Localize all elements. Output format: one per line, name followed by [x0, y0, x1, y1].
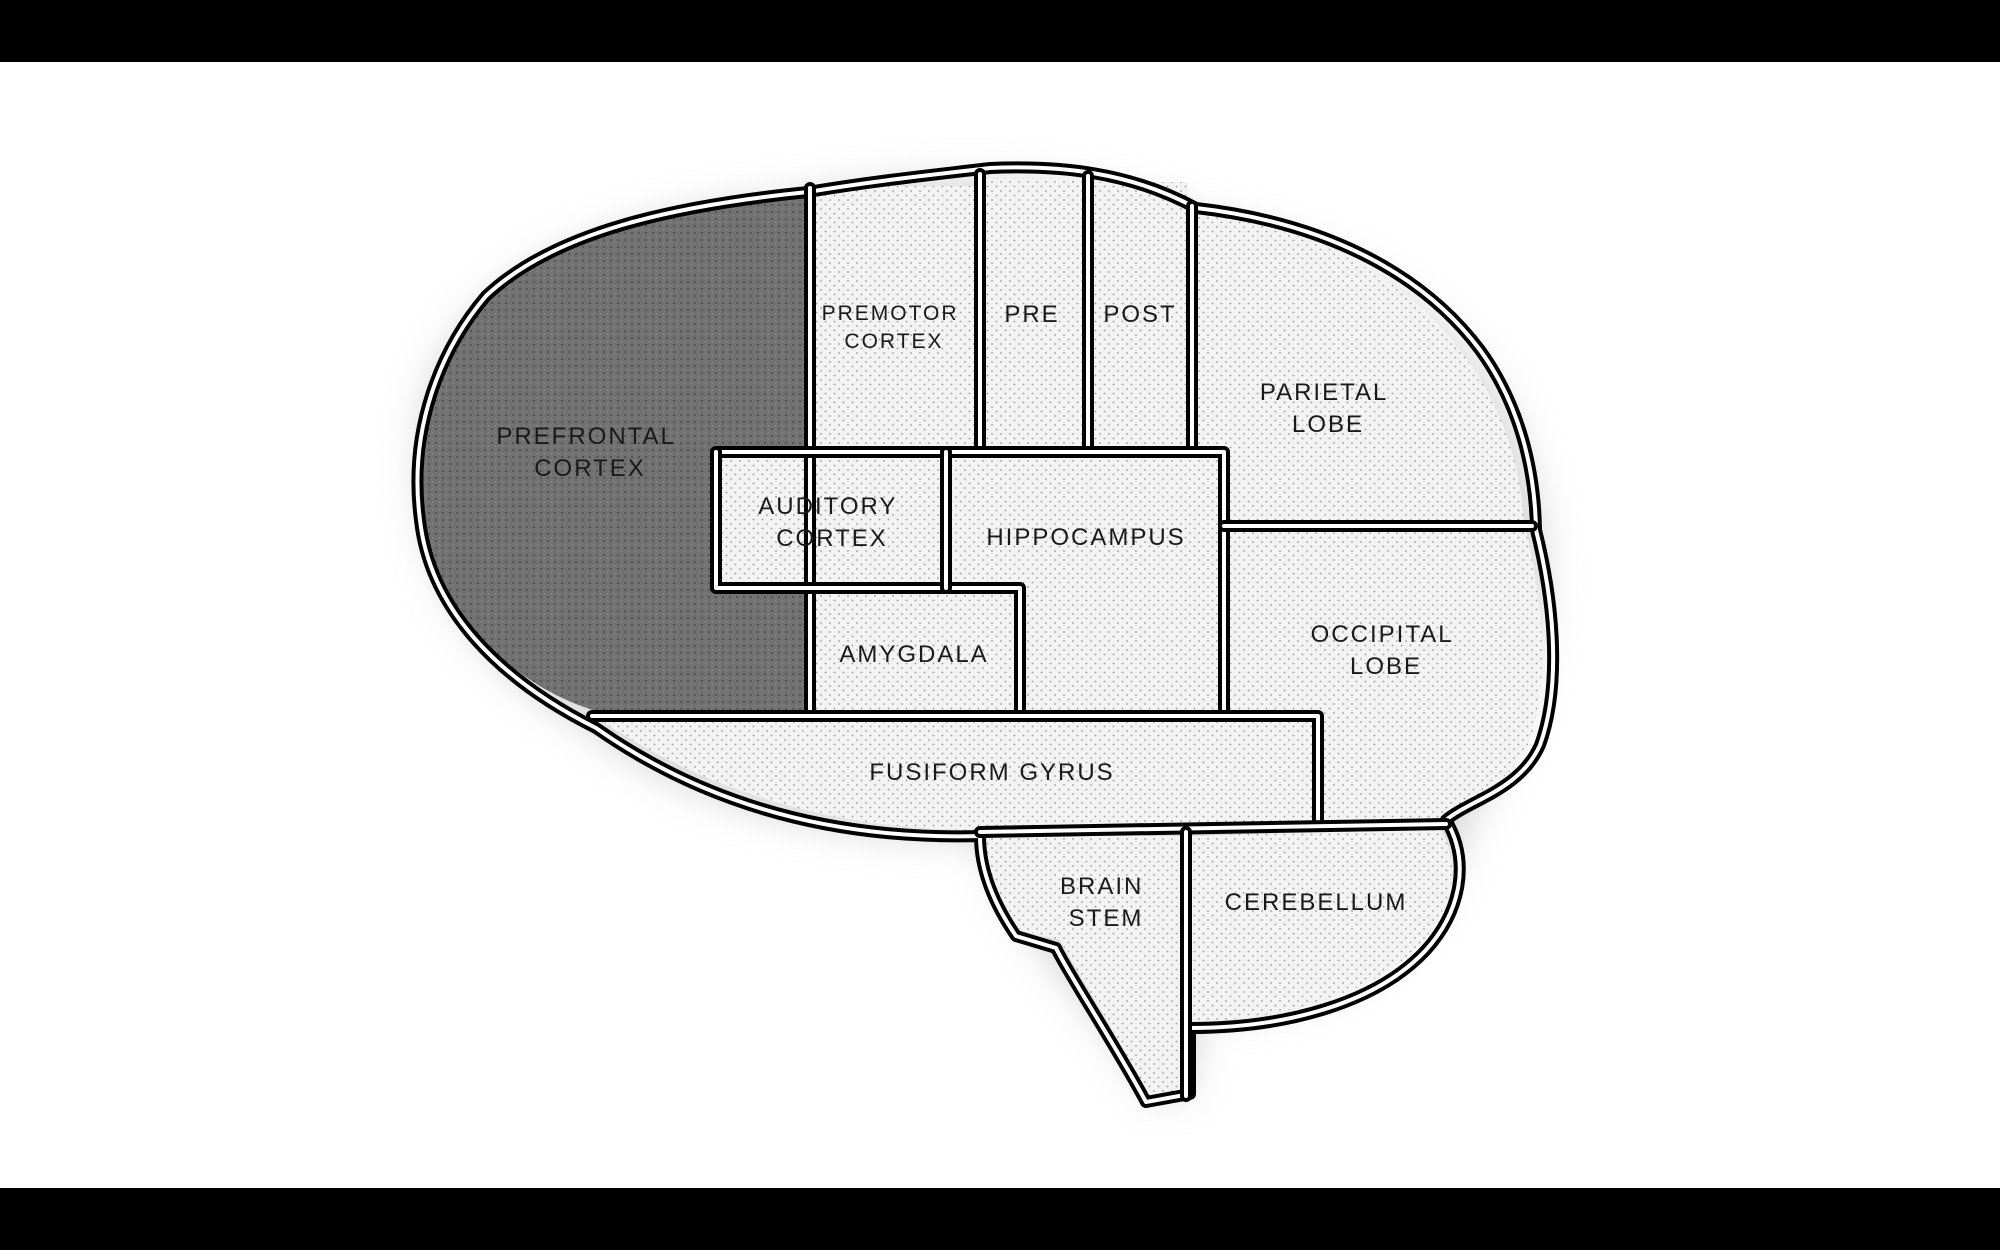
label-pre: PRE	[1004, 301, 1059, 328]
region-amygdala	[814, 592, 1016, 710]
label-premotor: PREMOTOR CORTEX	[822, 302, 967, 353]
label-parietal: PARIETAL LOBE	[1260, 379, 1396, 438]
label-cerebellum: CEREBELLUM	[1225, 889, 1408, 916]
label-prefrontal: PREFRONTAL CORTEX	[496, 423, 683, 482]
label-fusiform: FUSIFORM GYRUS	[869, 759, 1114, 786]
region-premotor	[814, 186, 976, 448]
label-hippocampus: HIPPOCAMPUS	[986, 524, 1185, 551]
region-fills	[421, 178, 1542, 1098]
label-amygdala: AMYGDALA	[839, 641, 988, 668]
region-outlines	[411, 161, 1560, 1108]
region-auditory	[720, 456, 942, 584]
region-hippocampus	[950, 456, 1220, 710]
region-labels: PREFRONTAL CORTEX PREMOTOR CORTEX PRE PO…	[496, 301, 1462, 932]
letterbox-bottom	[0, 1188, 2000, 1250]
label-occipital: OCCIPITAL LOBE	[1311, 621, 1462, 680]
label-post: POST	[1103, 301, 1176, 328]
region-fusiform	[600, 720, 1314, 830]
region-parietal	[1196, 212, 1524, 522]
region-post	[1092, 182, 1188, 448]
region-cerebellum	[1190, 828, 1452, 1022]
letterbox-top	[0, 0, 2000, 62]
label-auditory: AUDITORY CORTEX	[758, 493, 905, 552]
label-brainstem: BRAIN STEM	[1060, 873, 1152, 932]
region-brainstem	[984, 836, 1182, 1098]
region-occipital	[1228, 530, 1542, 820]
region-pre	[984, 178, 1084, 448]
